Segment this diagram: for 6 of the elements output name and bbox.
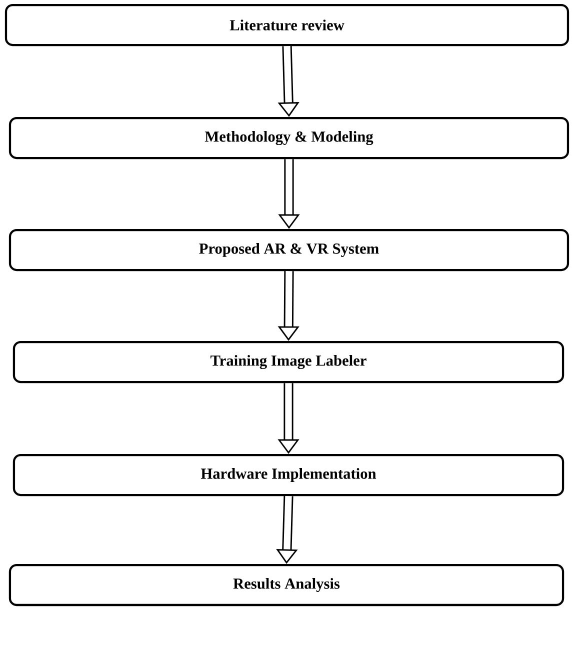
- process-box: Training Image Labeler: [12, 340, 564, 384]
- process-box: Methodology & Modeling: [8, 116, 570, 160]
- process-box: Hardware Implementation: [12, 454, 564, 496]
- process-box: Literature review: [4, 4, 570, 46]
- process-box: Proposed AR & VR System: [8, 228, 570, 272]
- process-box: Results Analysis: [8, 564, 564, 606]
